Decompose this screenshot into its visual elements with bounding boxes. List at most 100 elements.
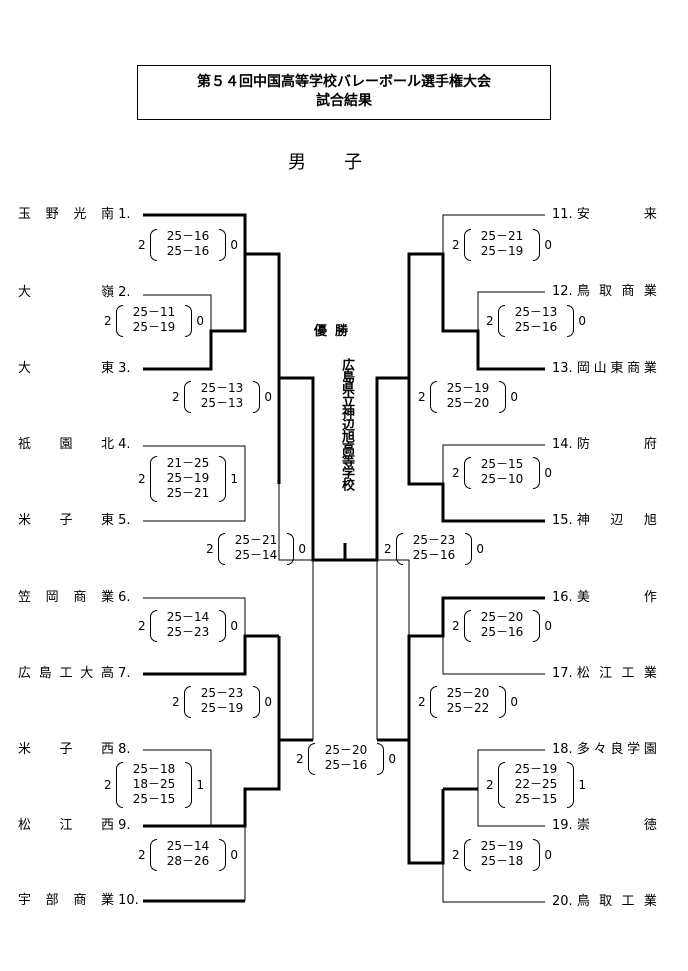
team-name: 広島工大高 (18, 666, 114, 681)
bracket-line (442, 444, 545, 484)
team-entry: 18. 多々良学園 (552, 741, 657, 759)
left-brace (150, 610, 157, 642)
set-score: 25－16 (480, 625, 524, 639)
right-brace (185, 305, 192, 337)
set-score: 25－21 (480, 229, 524, 243)
team-entry: 祗園北 4. (18, 436, 131, 454)
left-brace (150, 229, 157, 261)
left-brace (464, 610, 471, 642)
team-entry: 12. 鳥取商業 (552, 283, 657, 301)
set-score: 25－20 (446, 396, 490, 410)
team-number: 18. (552, 742, 573, 757)
team-name: 玉野光南 (18, 207, 114, 222)
team-number: 19. (552, 818, 573, 833)
right-brace (287, 533, 294, 565)
team-name: 松江西 (18, 818, 114, 833)
winner-path (143, 738, 313, 828)
right-brace (219, 839, 226, 871)
sets-won: 2 (104, 778, 112, 792)
team-entry: 大東 3. (18, 360, 131, 378)
set-score: 25－14 (166, 610, 210, 624)
sets-won: 2 (452, 466, 460, 480)
bracket-line (143, 484, 246, 522)
set-score: 25－13 (514, 305, 558, 319)
right-brace (533, 229, 540, 261)
team-name: 祗園北 (18, 437, 114, 452)
right-brace (253, 381, 260, 413)
set-score: 25－19 (480, 839, 524, 853)
set-score: 25－20 (446, 686, 490, 700)
right-brace (567, 762, 574, 808)
team-name: 宇部商業 (18, 893, 114, 908)
team-number: 13. (552, 361, 573, 376)
set-score: 25－13 (200, 381, 244, 395)
set-score: 25－21 (166, 486, 210, 500)
right-brace (499, 381, 506, 413)
team-name: 美作 (576, 590, 657, 605)
winner-path (377, 596, 545, 742)
set-score: 25－19 (200, 701, 244, 715)
set-score: 21－25 (166, 456, 210, 470)
set-score: 25－22 (446, 701, 490, 715)
sets-won: 2 (172, 390, 180, 404)
set-score: 25－20 (324, 743, 368, 757)
champion-name: 広島県立神辺旭高等学校 (339, 358, 354, 490)
set-score: 28－26 (166, 854, 210, 868)
team-entry: 笠岡商業 6. (18, 589, 131, 607)
team-number: 17. (552, 666, 573, 681)
set-score: 22－25 (514, 777, 558, 791)
set-score: 25－21 (234, 533, 278, 547)
team-name: 崇徳 (576, 818, 657, 833)
team-name: 鳥取商業 (576, 284, 657, 299)
bracket-line (442, 214, 545, 254)
tournament-title: 第５４回中国高等学校バレーボール選手権大会 (197, 74, 491, 90)
set-score: 25－15 (132, 792, 176, 806)
left-brace (184, 686, 191, 718)
team-number: 15. (552, 513, 573, 528)
team-name: 松江工業 (576, 666, 657, 681)
team-number: 3. (118, 361, 131, 376)
sets-lost: 0 (230, 848, 238, 862)
team-number: 8. (118, 742, 131, 757)
team-number: 5. (118, 513, 131, 528)
right-brace (219, 229, 226, 261)
sets-lost: 0 (196, 314, 204, 328)
team-number: 16. (552, 590, 573, 605)
right-brace (533, 457, 540, 489)
left-brace (430, 686, 437, 718)
sets-lost: 0 (230, 619, 238, 633)
sets-lost: 0 (230, 238, 238, 252)
team-entry: 14. 防府 (552, 436, 657, 454)
sets-lost: 0 (544, 848, 552, 862)
bracket-line (477, 291, 545, 331)
sets-lost: 0 (544, 619, 552, 633)
set-score: 25－23 (200, 686, 244, 700)
winner-path (407, 378, 545, 523)
team-name: 米子東 (18, 513, 114, 528)
sets-lost: 0 (388, 752, 396, 766)
results-heading: 試合結果 (316, 93, 372, 109)
sets-lost: 0 (510, 390, 518, 404)
right-brace (253, 686, 260, 718)
sets-lost: 0 (544, 466, 552, 480)
set-score: 25－16 (514, 320, 558, 334)
team-entry: 15. 神辺旭 (552, 512, 657, 530)
winner-path (143, 634, 279, 676)
left-brace (464, 839, 471, 871)
winner-path (143, 213, 247, 254)
